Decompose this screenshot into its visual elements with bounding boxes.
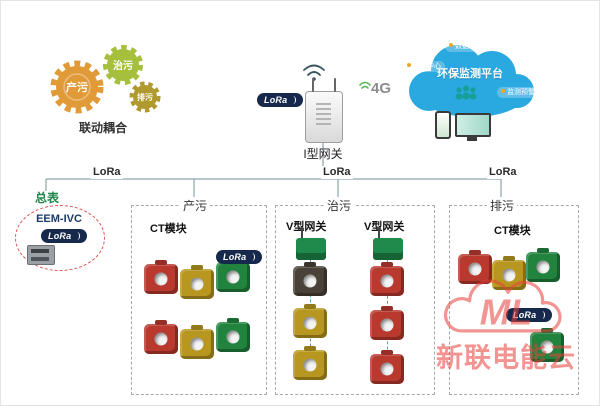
gear-zhiwu-label: 治污 [113, 59, 133, 72]
4g-signal-icon: 4G [359, 79, 391, 97]
ct-module [370, 266, 404, 296]
energy-meter-icon [27, 245, 55, 265]
gear-paiwu: 排污 [129, 81, 161, 113]
linkage-caption: 联动耦合 [78, 121, 127, 135]
ct-module [144, 264, 178, 294]
ct-module [458, 254, 492, 284]
watermark-cloud-logo: ML [444, 279, 562, 333]
bus-lora-left: LoRa [91, 166, 123, 179]
ct-module [370, 354, 404, 384]
v-gateway-right-label: V型网关 [364, 221, 405, 233]
gear-chanwu-label: 产污 [66, 80, 88, 94]
v-gateway-device [296, 227, 326, 260]
ct-module [370, 310, 404, 340]
bus-lora-center: LoRa [321, 166, 353, 179]
wifi-icon [303, 64, 325, 81]
monitor-icon [455, 113, 491, 141]
v-gateway-left-label: V型网关 [286, 221, 327, 233]
main-meter-label: 总表 [35, 191, 60, 205]
gear-chanwu: 产污 [50, 60, 104, 114]
watermark-text: 新联电能云 [436, 343, 576, 373]
bus-lora-right: LoRa [487, 166, 519, 179]
ct-module [530, 332, 564, 362]
ct-module [180, 269, 214, 299]
ct-module [526, 252, 560, 282]
ct-module-label: CT模块 [150, 223, 187, 235]
ct-module [492, 260, 526, 290]
zone-chanwu: 产污 CT模块 LoRa [131, 197, 267, 395]
gateway-device [305, 78, 343, 143]
zone-zhiwu: 治污 V型网关 V型网关 [275, 197, 435, 395]
gateway-grill [316, 103, 331, 127]
ct-module [216, 262, 250, 292]
cloud-title: 环保监测平台 [437, 68, 503, 80]
gear-cluster: 产污 治污 排污 [50, 45, 161, 114]
cloud-badge-data: 数据中心 [445, 41, 487, 52]
ct-module [293, 350, 327, 380]
gateway-lora-badge: LoRa [257, 93, 304, 107]
cloud-badge-ops: 运维中心 [403, 61, 445, 72]
zone-paiwu-label: 排污 [486, 197, 518, 214]
ct-module [293, 266, 327, 296]
zone-chanwu-label: 产污 [179, 197, 211, 214]
zone-chanwu-lora-badge: LoRa [216, 250, 263, 264]
zone-zhiwu-label: 治污 [323, 197, 355, 214]
gateway-label: I型网关 [303, 147, 343, 161]
watermark: ML 新联电能云 [427, 259, 585, 372]
gear-zhiwu: 治污 [103, 45, 143, 85]
ct-module [293, 308, 327, 338]
watermark-logo-text: ML [480, 291, 533, 332]
green-arcs-icon [359, 81, 371, 89]
ct-module [216, 322, 250, 352]
ct-module [144, 324, 178, 354]
gear-paiwu-label: 排污 [137, 92, 153, 102]
4g-label: 4G [371, 80, 392, 97]
meter-lora-badge: LoRa [41, 229, 88, 243]
main-meter-circle [15, 205, 105, 271]
zone-paiwu-lora-badge: LoRa [506, 308, 553, 322]
ct-module-label: CT模块 [494, 225, 531, 237]
v-gateway-device [373, 227, 403, 260]
ct-module [180, 329, 214, 359]
cloud-badge-monitor: 监测预警中心 [497, 87, 553, 98]
zone-paiwu: 排污 CT模块 LoRa [449, 197, 579, 395]
meter-device-name: EEM-IVC [36, 213, 82, 225]
phone-icon [435, 111, 451, 139]
people-icon [455, 85, 477, 100]
